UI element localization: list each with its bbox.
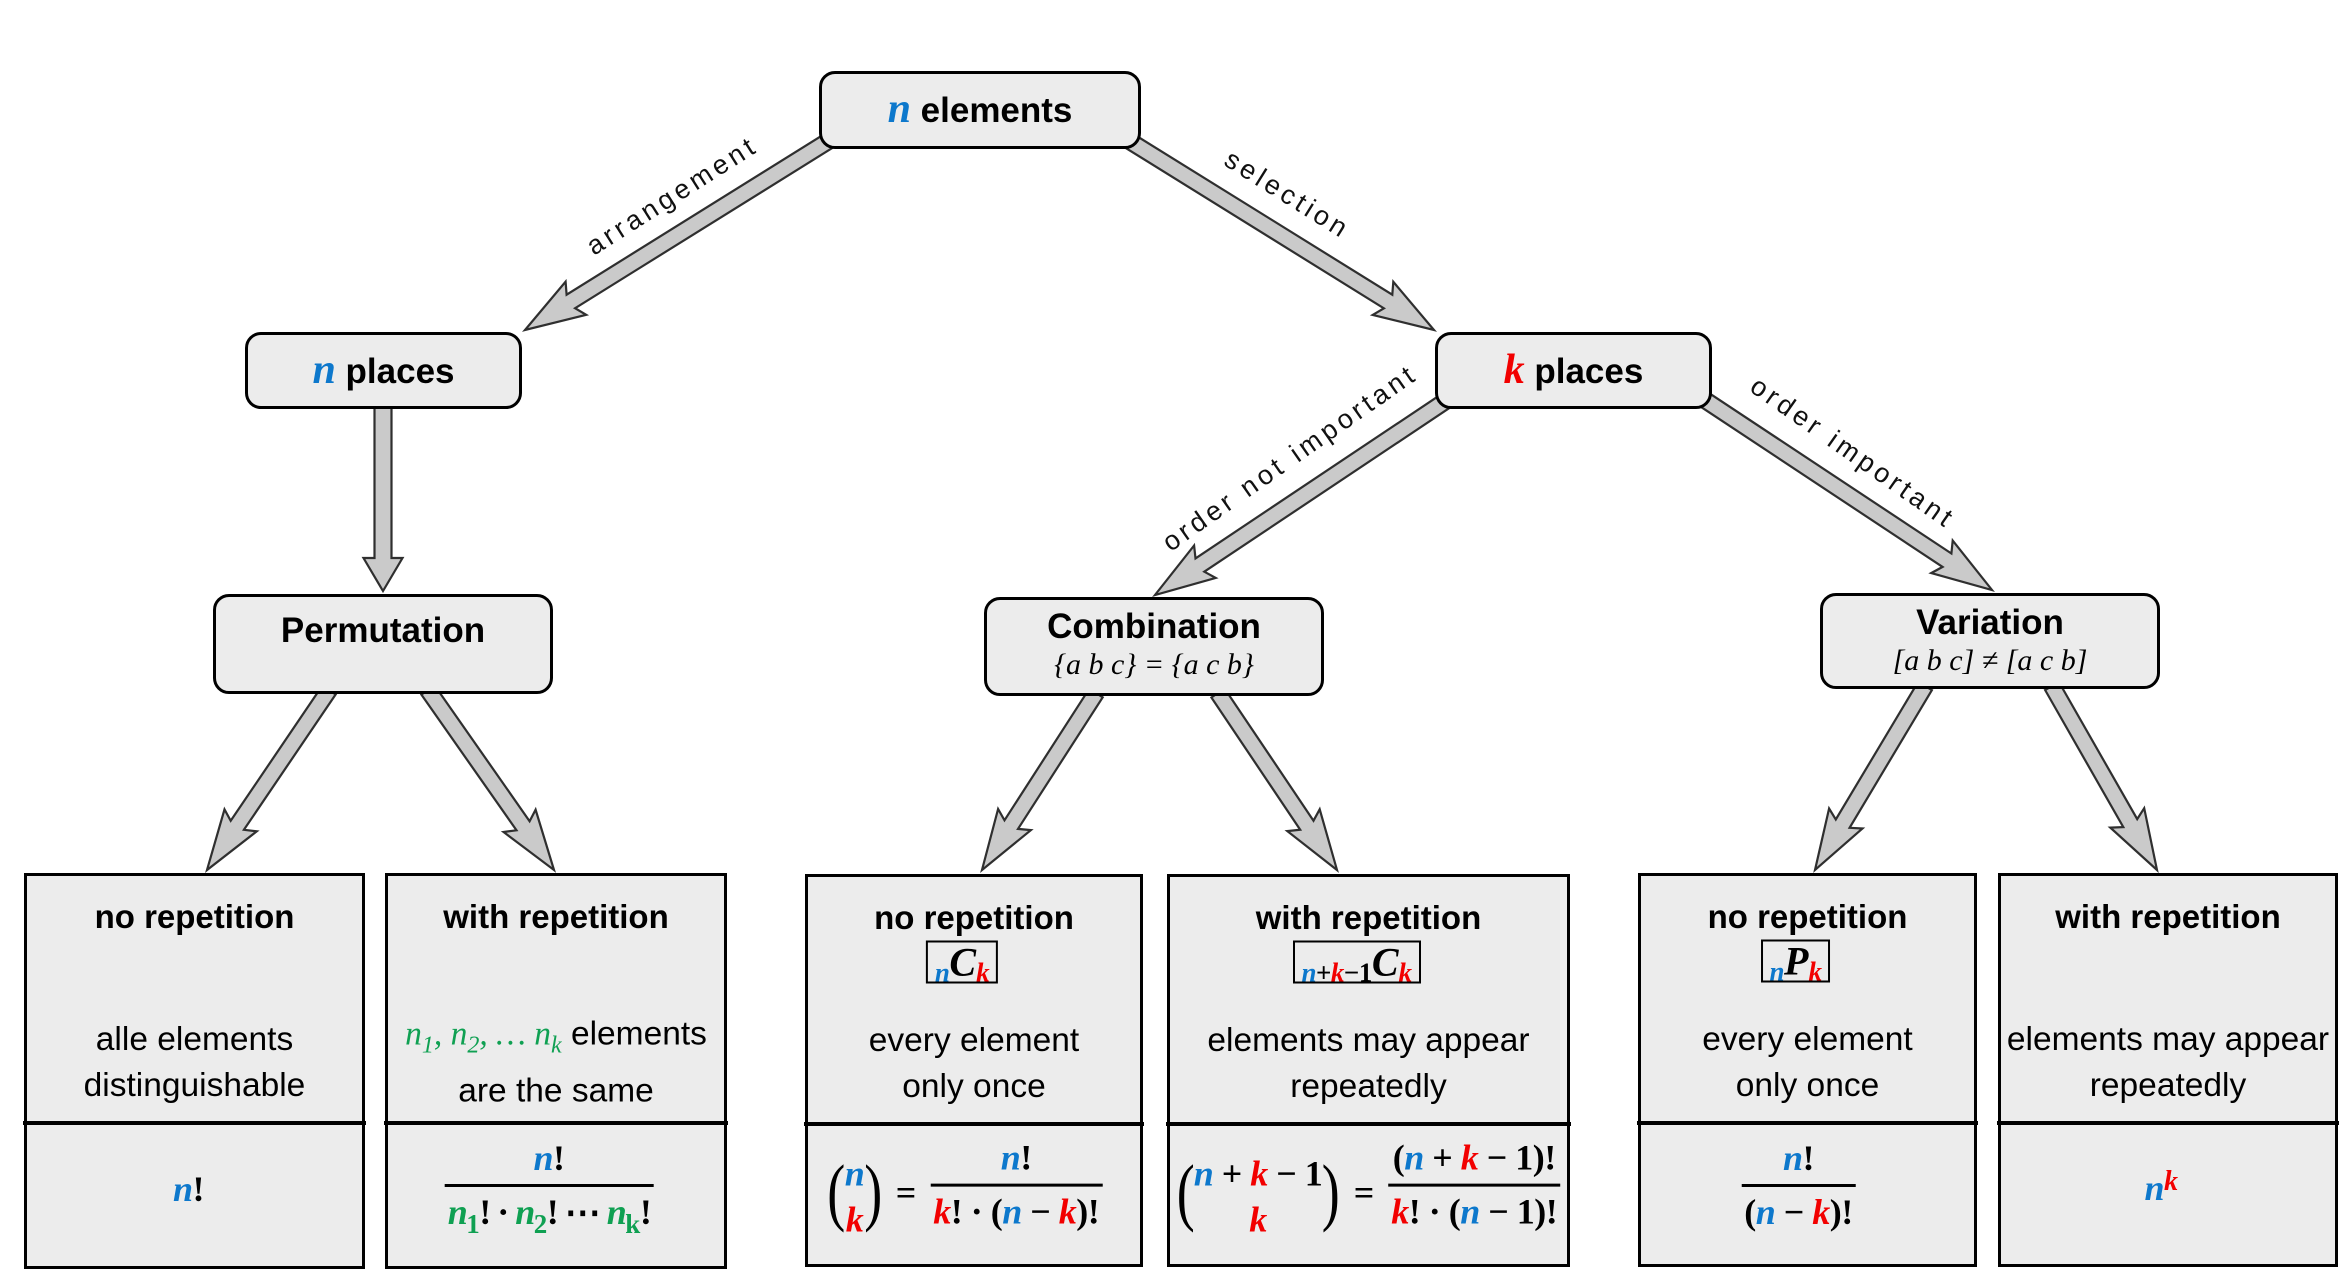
svg-text:order not important: order not important — [1157, 358, 1423, 557]
